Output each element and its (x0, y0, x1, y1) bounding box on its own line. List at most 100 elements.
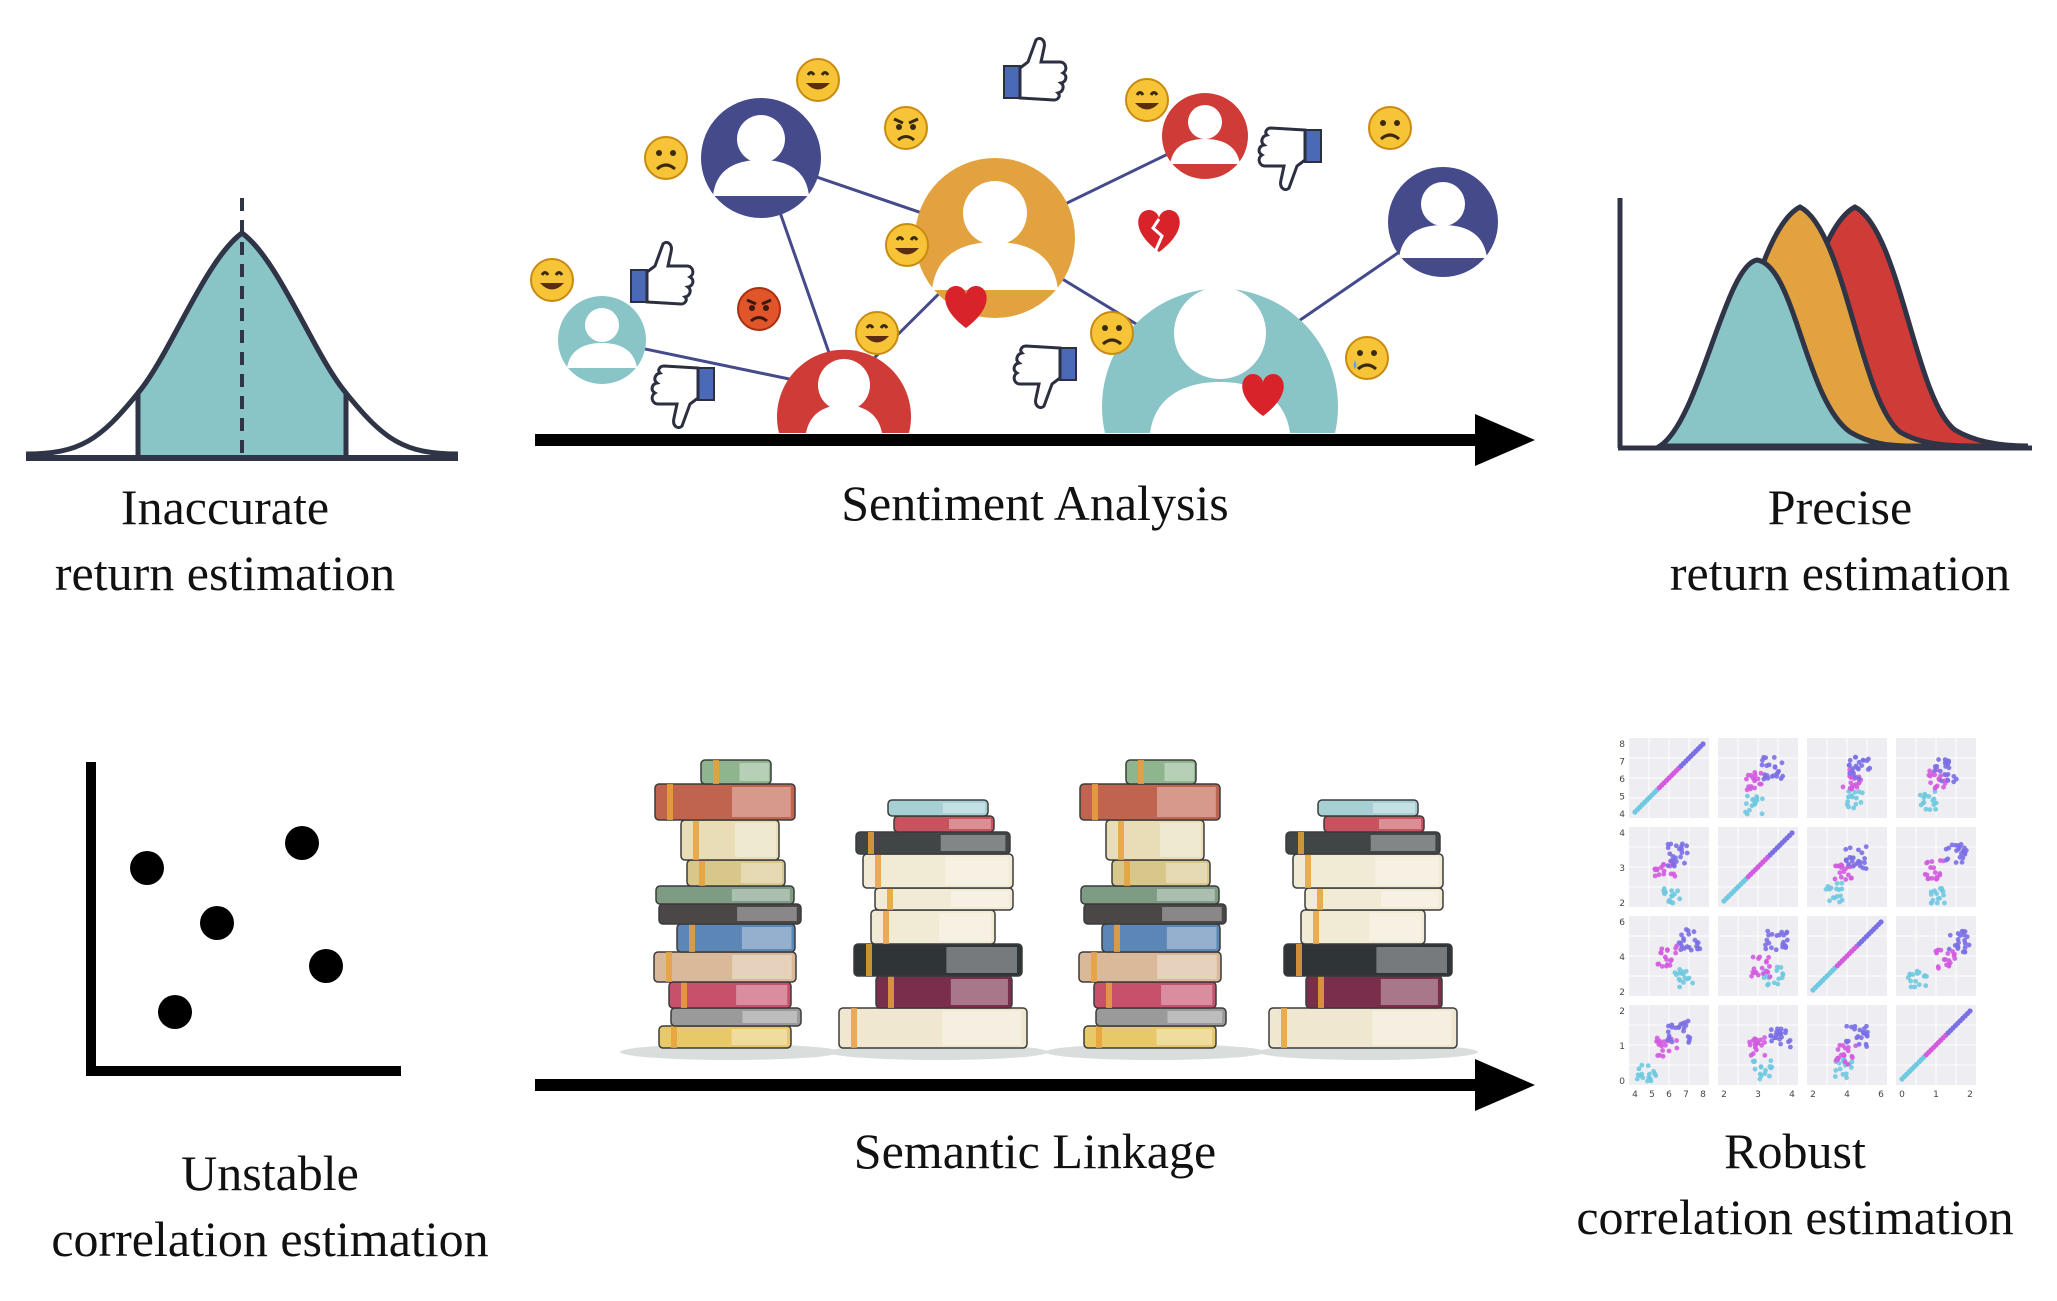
pair-plot-cell (1718, 1005, 1798, 1085)
pair-plot-x-tick: 2 (1810, 1090, 1816, 1100)
pair-plot-y-tick: 3 (1619, 864, 1625, 874)
pair-plot-cell (1629, 827, 1709, 907)
caption-line: Unstable (181, 1145, 359, 1201)
book (1323, 815, 1425, 833)
shifted-distributions-icon (1617, 198, 2032, 451)
pair-plot-cell (1807, 738, 1887, 818)
book (1268, 1007, 1458, 1049)
book (658, 1025, 792, 1049)
emoji-grin (796, 58, 840, 102)
book (1292, 853, 1444, 889)
caption-line: return estimation (54, 545, 396, 601)
pair-plot-cell (1807, 916, 1887, 996)
caption-semantic-linkage: Semantic Linkage (735, 1118, 1335, 1184)
book (1105, 819, 1205, 861)
book (862, 853, 1014, 889)
book (670, 1007, 802, 1027)
book (875, 975, 1013, 1009)
scatter-point (158, 995, 192, 1029)
book (655, 885, 795, 905)
pair-plot-cell (1896, 1005, 1976, 1085)
book (1304, 887, 1444, 911)
pair-plot-x-tick: 2 (1721, 1090, 1727, 1100)
emoji-tearful (1345, 336, 1389, 380)
pair-plot-cell (1807, 1005, 1887, 1085)
book (668, 981, 792, 1009)
caption-line: return estimation (1669, 545, 2011, 601)
pair-plot-x-tick: 4 (1789, 1090, 1795, 1100)
avatar-navy-right (1388, 167, 1498, 277)
book (1305, 975, 1443, 1009)
emoji-angry-red (737, 287, 781, 331)
caption-line: Inaccurate (120, 479, 330, 535)
pair-plot-y-tick: 4 (1619, 810, 1625, 820)
pair-plot-y-tick: 0 (1619, 1077, 1625, 1087)
pair-plot-y-tick: 1 (1619, 1042, 1625, 1052)
emoji-angry (884, 106, 928, 150)
book (653, 951, 797, 983)
pair-plot-cell (1896, 827, 1976, 907)
avatar-teal-large (1102, 287, 1338, 433)
pair-plot-y-tick: 4 (1619, 953, 1625, 963)
book (838, 1007, 1028, 1049)
book (1083, 1025, 1217, 1049)
pair-plot-y-tick: 8 (1619, 740, 1625, 750)
pair-plot-y-tick: 7 (1619, 758, 1625, 768)
emoji-frown (1090, 311, 1134, 355)
pair-plot-y-tick: 6 (1619, 918, 1625, 928)
emoji-grin (855, 311, 899, 355)
emoji-grin (885, 223, 929, 267)
distribution-teal (1651, 257, 1911, 449)
pair-plot-cell (1896, 916, 1976, 996)
scatter-plot-icon (86, 762, 401, 1076)
avatar-orange-center (915, 158, 1075, 318)
thumbs-down-icon (650, 126, 1322, 430)
pair-plot-cell (1629, 1005, 1709, 1085)
caption-robust-correlation: Robust correlation estimation (1540, 1118, 2050, 1250)
social-network-icon (530, 36, 1498, 433)
emoji-grin (1125, 78, 1169, 122)
pair-plot-y-tick: 2 (1619, 988, 1625, 998)
pair-plot-x-tick: 0 (1899, 1090, 1905, 1100)
caption-line: Robust (1724, 1123, 1866, 1179)
pair-plot-x-tick: 4 (1844, 1090, 1850, 1100)
emoji-icon (530, 58, 1412, 380)
pair-plot-y-tick: 4 (1619, 829, 1625, 839)
pair-plot-y-tick: 2 (1619, 1007, 1625, 1017)
pair-plot-x-tick: 2 (1967, 1090, 1973, 1100)
semantic-arrow (535, 1059, 1535, 1111)
book (700, 759, 772, 785)
book (870, 909, 996, 945)
caption-unstable-correlation: Unstable correlation estimation (10, 1140, 530, 1272)
scatter-point (200, 906, 234, 940)
pair-plot-cell (1718, 827, 1798, 907)
book (1300, 909, 1426, 945)
pair-plot-x-tick: 8 (1700, 1090, 1706, 1100)
avatar-red-bottom (777, 349, 911, 433)
book-stack-b (828, 799, 1048, 1060)
book-stack-icon (620, 759, 1478, 1060)
scatter-point (309, 949, 343, 983)
book-stack-c (1045, 759, 1265, 1060)
book (654, 783, 796, 821)
pair-plot-x-tick: 5 (1649, 1090, 1655, 1100)
pair-plot-cell (1629, 916, 1709, 996)
caption-line: correlation estimation (51, 1211, 489, 1267)
pair-plot-cell (1718, 738, 1798, 818)
book (1111, 859, 1211, 887)
book (1095, 1007, 1227, 1027)
pair-plot-cell (1718, 916, 1798, 996)
thumbs-up-icon (630, 36, 1068, 306)
book (874, 887, 1014, 911)
pair-plot-cell (1807, 827, 1887, 907)
pair-plot-cell (1629, 738, 1709, 818)
pair-plot-x-tick: 6 (1878, 1090, 1884, 1100)
book (853, 943, 1023, 977)
book (1283, 943, 1453, 977)
pair-plot-x-tick: 7 (1683, 1090, 1689, 1100)
book (686, 859, 786, 887)
caption-inaccurate-return: Inaccurate return estimation (20, 474, 430, 606)
book (1083, 903, 1227, 925)
broken-heart-icon (1138, 210, 1180, 253)
